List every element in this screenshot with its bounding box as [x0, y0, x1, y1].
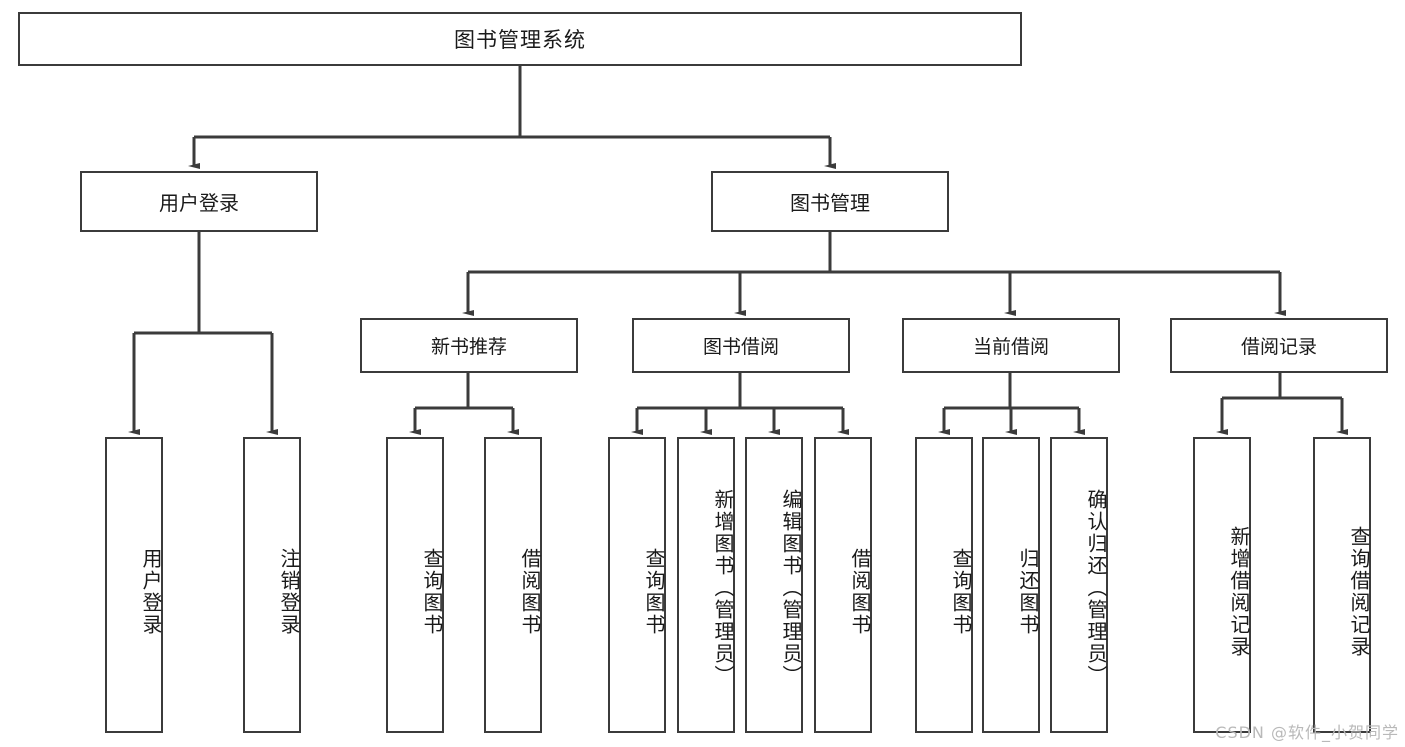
node-user-login[interactable]: 用户登录	[80, 171, 318, 232]
leaf-new-book-query[interactable]: 查询图书	[386, 437, 444, 733]
node-label: 借阅图书	[848, 548, 872, 636]
node-book-borrow[interactable]: 图书借阅	[632, 318, 850, 373]
node-label: 新增图书（管理员）	[711, 489, 735, 687]
leaf-book-borrow-query[interactable]: 查询图书	[608, 437, 666, 733]
node-label: 新增借阅记录	[1227, 526, 1251, 658]
leaf-borrow-record-add[interactable]: 新增借阅记录	[1193, 437, 1251, 733]
node-label: 借阅图书	[518, 548, 542, 636]
node-label: 新书推荐	[430, 336, 507, 358]
leaf-borrow-record-query[interactable]: 查询借阅记录	[1313, 437, 1371, 733]
leaf-user-login-login[interactable]: 用户登录	[105, 437, 163, 733]
leaf-user-login-logout[interactable]: 注销登录	[243, 437, 301, 733]
node-label: 图书借阅	[702, 336, 779, 358]
node-label: 归还图书	[1016, 548, 1040, 636]
node-current-borrow[interactable]: 当前借阅	[902, 318, 1120, 373]
node-book-management[interactable]: 图书管理	[711, 171, 949, 232]
leaf-new-book-borrow[interactable]: 借阅图书	[484, 437, 542, 733]
node-label: 用户登录	[159, 191, 239, 215]
node-borrow-record[interactable]: 借阅记录	[1170, 318, 1388, 373]
node-label: 查询图书	[420, 548, 444, 636]
leaf-current-borrow-confirm-return[interactable]: 确认归还（管理员）	[1050, 437, 1108, 733]
leaf-current-borrow-query[interactable]: 查询图书	[915, 437, 973, 733]
node-label: 查询借阅记录	[1347, 526, 1371, 658]
leaf-current-borrow-return[interactable]: 归还图书	[982, 437, 1040, 733]
node-label: 图书管理系统	[454, 28, 586, 52]
node-label: 查询图书	[949, 548, 973, 636]
node-label: 用户登录	[139, 548, 163, 636]
node-label: 查询图书	[642, 548, 666, 636]
node-label: 确认归还（管理员）	[1084, 489, 1108, 687]
leaf-book-borrow-borrow[interactable]: 借阅图书	[814, 437, 872, 733]
node-label: 编辑图书（管理员）	[779, 489, 803, 687]
node-label: 借阅记录	[1240, 336, 1317, 358]
node-label: 当前借阅	[972, 336, 1049, 358]
node-label: 图书管理	[790, 191, 870, 215]
node-new-book-recommend[interactable]: 新书推荐	[360, 318, 578, 373]
leaf-book-borrow-edit[interactable]: 编辑图书（管理员）	[745, 437, 803, 733]
node-label: 注销登录	[277, 548, 301, 636]
node-root-system[interactable]: 图书管理系统	[18, 12, 1022, 66]
leaf-book-borrow-add[interactable]: 新增图书（管理员）	[677, 437, 735, 733]
